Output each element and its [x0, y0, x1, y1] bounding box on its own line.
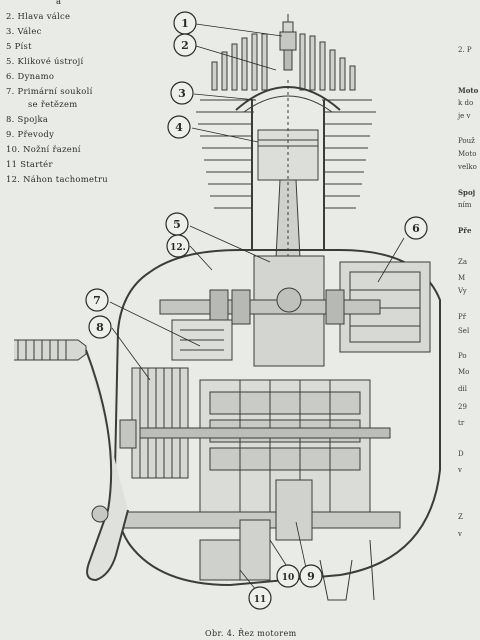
right-fragment: Sel [458, 327, 470, 335]
legend-item: 5 Píst [6, 41, 32, 51]
cylinder-fins [196, 99, 376, 209]
callout-4: 4 [175, 121, 183, 134]
right-fragment: M [458, 274, 466, 282]
right-fragment: Moto [458, 150, 477, 158]
callout-3: 3 [178, 87, 186, 100]
figure-caption: Obr. 4. Řez motorem [205, 629, 297, 638]
legend-item: 11 Startér [6, 159, 53, 169]
right-fragment: Z [458, 513, 463, 521]
right-fragment: Př [458, 313, 467, 321]
legend-item: 6. Dynamo [6, 71, 55, 81]
right-column-text: 2. P Moto k do je v Použ Moto velko Spoj… [454, 0, 480, 640]
legend-item: 7. Primární soukolí [6, 86, 93, 96]
clutch [119, 367, 189, 479]
right-fragment: D [458, 450, 464, 458]
callout-5: 5 [173, 218, 181, 231]
callout-12: 12. [170, 243, 186, 253]
callout-11: 11 [254, 595, 267, 605]
right-fragment: ním [458, 201, 472, 209]
right-fragment: 2. P [458, 46, 472, 54]
legend-item: 12. Náhon tachometru [6, 174, 108, 184]
callout-2: 2 [181, 39, 189, 52]
legend-item: 3. Válec [6, 26, 42, 36]
head-fins [211, 33, 356, 91]
right-fragment: k do [458, 99, 474, 107]
kick-starter-lever [14, 339, 129, 582]
right-fragment: Moto [458, 86, 479, 95]
right-fragment: v [458, 466, 462, 474]
callout-10: 10 [282, 573, 295, 583]
right-fragment: je v [458, 112, 471, 120]
legend-item: 5. Klikové ústrojí [6, 56, 84, 66]
callout-7: 7 [93, 294, 101, 307]
right-fragment: dil [458, 385, 467, 393]
callout-9: 9 [307, 570, 315, 583]
callout-8: 8 [96, 321, 104, 334]
right-fragment: Spoj [458, 188, 476, 197]
legend-item: 2. Hlava válce [6, 11, 71, 21]
callout-6: 6 [412, 222, 420, 235]
callout-1: 1 [181, 17, 189, 30]
right-fragment: tr [458, 419, 465, 427]
legend-item: 8. Spojka [6, 114, 49, 124]
legend-item: a [56, 0, 62, 6]
right-fragment: Mo [458, 368, 470, 376]
right-fragment: Za [458, 258, 468, 266]
right-fragment: Pře [458, 226, 472, 235]
right-fragment: Použ [458, 137, 475, 145]
legend-item: 10. Nožní řazení [6, 144, 81, 154]
right-fragment: 29 [458, 403, 467, 411]
right-fragment: v [458, 530, 462, 538]
right-fragment: Vy [458, 287, 467, 295]
legend-item: 9. Převody [6, 129, 55, 139]
right-fragment: Po [458, 352, 467, 360]
right-fragment: velko [458, 163, 477, 171]
spark-plug [279, 14, 297, 71]
legend-item: se řetězem [28, 99, 78, 109]
